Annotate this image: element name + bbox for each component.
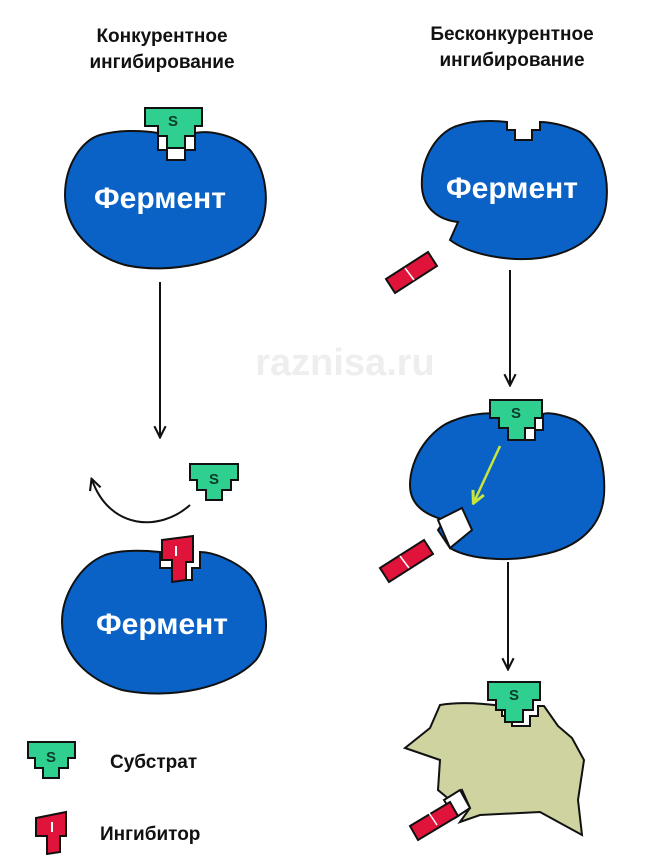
heading-noncompetitive: Бесконкурентное ингибирование — [430, 24, 593, 71]
watermark: raznisa.ru — [255, 342, 435, 384]
legend-substrate-label: Субстрат — [110, 752, 197, 773]
substrate-letter: S — [168, 113, 178, 130]
enzyme-body — [63, 129, 267, 270]
enzyme-label: Фермент — [94, 182, 226, 215]
heading-noncompetitive-line2: ингибирование — [439, 50, 584, 71]
enzyme-label-right-top: Фермент — [446, 172, 578, 205]
heading-competitive: Конкурентное ингибирование — [89, 26, 234, 73]
enzyme-label-inhibited: Фермент — [96, 608, 228, 641]
inhibitor-icon — [161, 534, 194, 584]
inhibitor-legend-icon — [35, 810, 67, 856]
substrate-free: S — [189, 463, 239, 501]
heading-competitive-line2: ингибирование — [89, 52, 234, 73]
legend-inhibitor-label: Ингибитор — [100, 824, 200, 845]
legend: S Субстрат Ингибитор — [27, 741, 200, 856]
curved-arrow-icon — [92, 480, 191, 524]
enzyme-with-inhibitor: Фермент — [60, 534, 267, 695]
enzyme-with-substrate: Фермент S — [63, 107, 267, 270]
heading-competitive-line1: Конкурентное — [96, 26, 227, 47]
inhibitor-bar-icon-mid — [378, 538, 435, 584]
substrate-icon: S — [144, 107, 203, 149]
inhibitor-bar-icon-bottom — [408, 800, 460, 842]
legend-substrate: S Субстрат — [27, 741, 197, 779]
enzyme-inactive: S — [402, 681, 586, 837]
enzyme-substrate-inhibitor: S — [408, 399, 606, 561]
enzyme-body-right-top — [420, 120, 608, 261]
substrate-free-letter: S — [209, 471, 219, 488]
substrate-legend-icon: S — [27, 741, 76, 779]
conformation-arrow-icon — [474, 445, 502, 502]
substrate-bound-right: S — [489, 399, 543, 441]
heading-noncompetitive-line1: Бесконкурентное — [430, 24, 593, 45]
substrate-letter-right-mid: S — [511, 405, 521, 422]
enzyme-free-right: Фермент — [420, 120, 608, 261]
substrate-letter-inactive: S — [509, 687, 519, 704]
substrate-bound-inactive: S — [487, 681, 541, 723]
substrate-legend-letter: S — [46, 749, 56, 766]
legend-inhibitor: Ингибитор — [35, 810, 200, 856]
inhibitor-bar-icon — [384, 250, 439, 295]
